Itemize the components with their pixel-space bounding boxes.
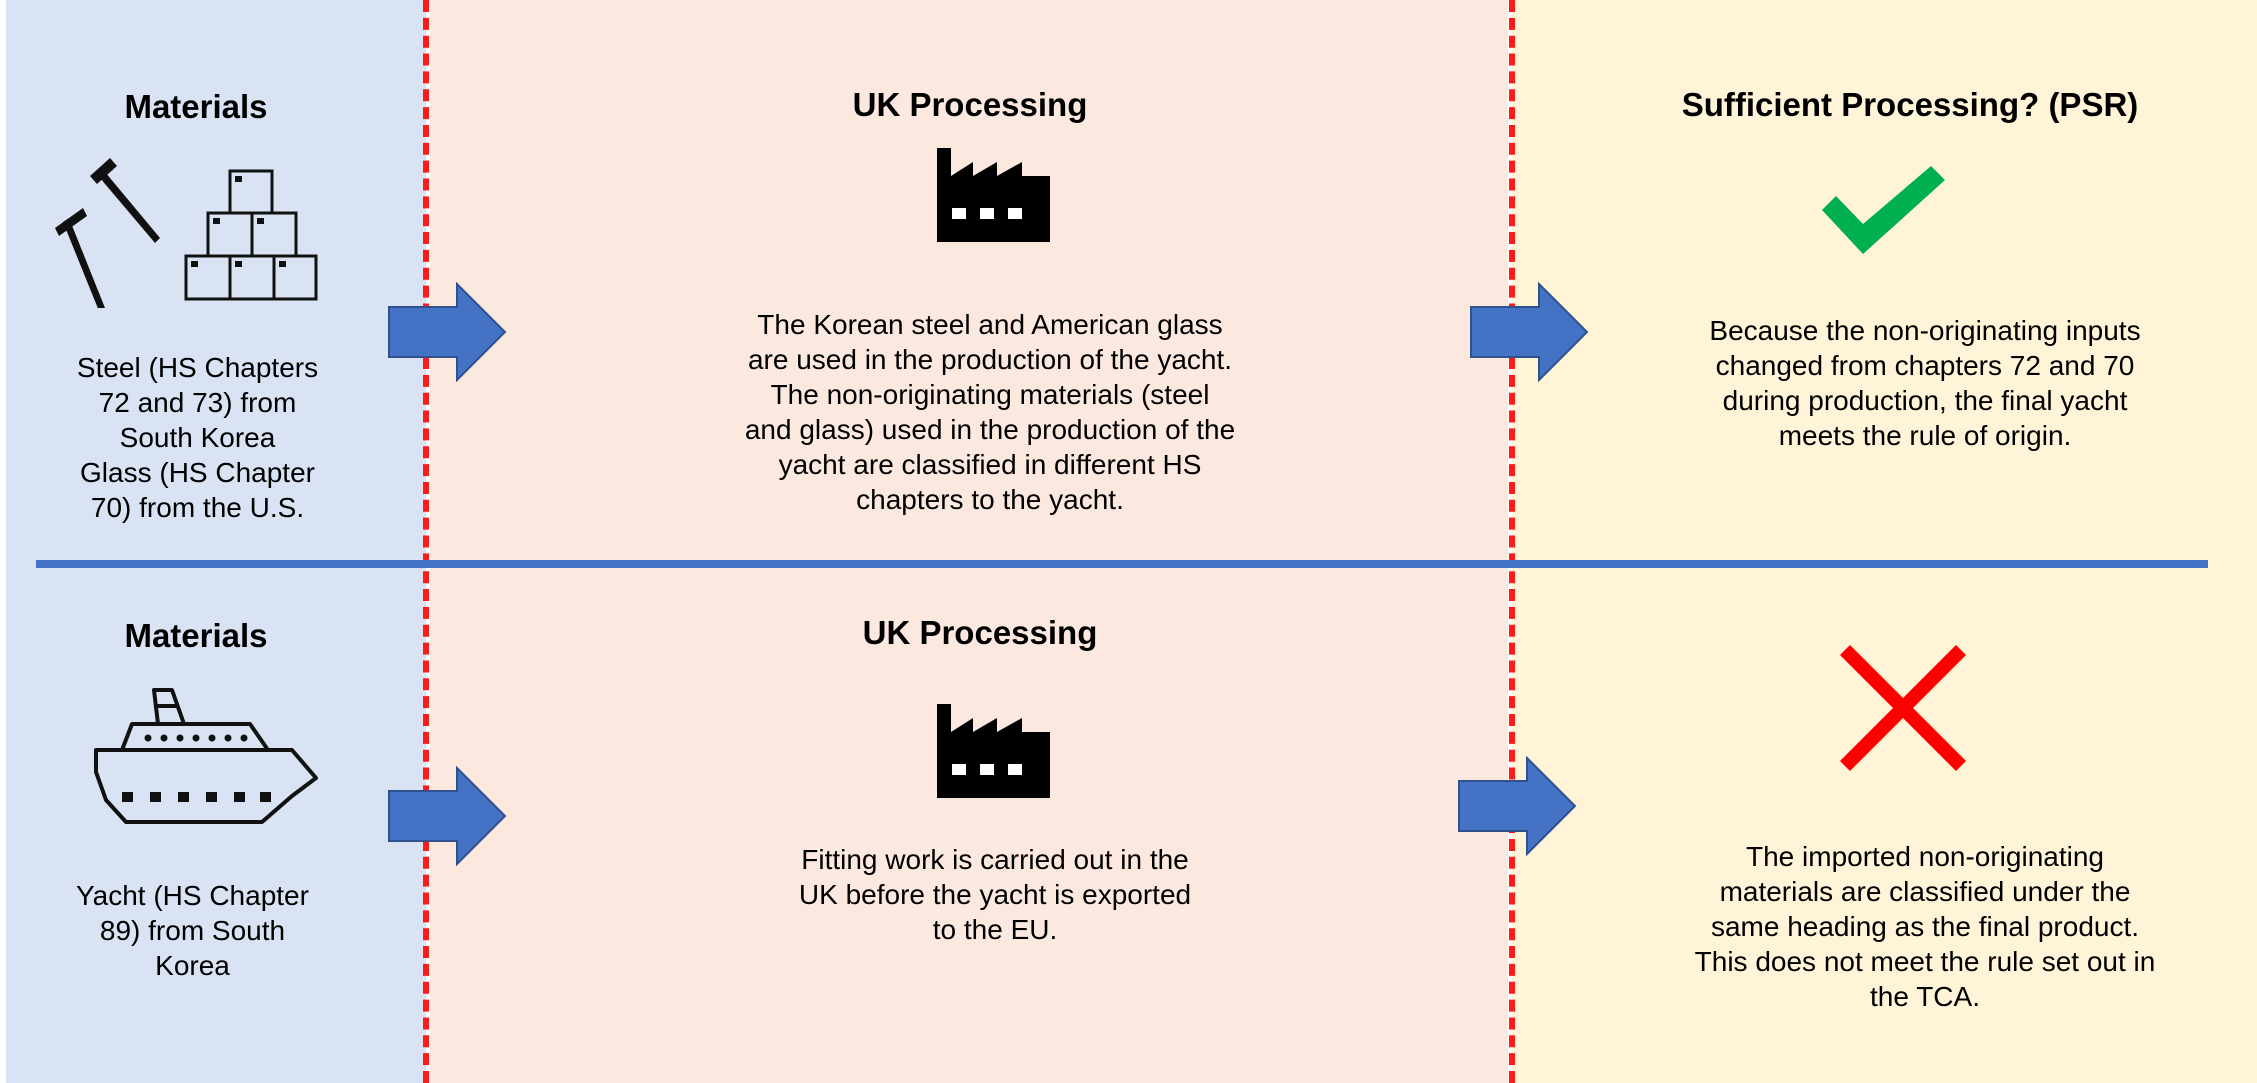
text-line: same heading as the final product. <box>1710 911 2140 942</box>
row1-processing-title: UK Processing <box>852 86 1088 123</box>
text-line: to the EU. <box>932 914 1058 945</box>
arrow-right-icon <box>1470 282 1589 382</box>
hammers-icon <box>55 158 160 308</box>
row1-materials-title: Materials <box>124 88 268 125</box>
text-line: 72 and 73) from <box>98 387 297 418</box>
text-line: This does not meet the rule set out in <box>1694 946 2156 977</box>
text-line: The Korean steel and American glass <box>757 309 1223 340</box>
yacht-icon <box>94 688 318 824</box>
check-icon <box>1822 166 1945 254</box>
text-line: Because the non-originating inputs <box>1709 315 2141 346</box>
text-line: UK before the yacht is exported <box>798 879 1192 910</box>
row2-processing-title: UK Processing <box>862 614 1098 651</box>
text-line: Fitting work is carried out in the <box>801 844 1189 875</box>
row1-psr-title: Sufficient Processing? (PSR) <box>1681 86 2139 123</box>
text-line: meets the rule of origin. <box>1778 420 2072 451</box>
arrow-right-icon <box>388 282 507 382</box>
psr-column <box>1512 0 2257 1083</box>
text-line: 89) from South <box>99 915 286 946</box>
text-line: yacht are classified in different HS <box>778 449 1202 480</box>
text-line: 70) from the U.S. <box>90 492 305 523</box>
factory-icon <box>937 704 1050 798</box>
arrow-right-icon <box>1458 756 1577 856</box>
boxes-icon <box>184 169 318 301</box>
text-line: during production, the final yacht <box>1722 385 2128 416</box>
text-line: South Korea <box>119 422 276 453</box>
text-line: Yacht (HS Chapter <box>76 880 309 911</box>
text-line: Glass (HS Chapter <box>80 457 315 488</box>
text-line: Korea <box>155 950 230 981</box>
text-line: chapters to the yacht. <box>856 484 1124 515</box>
cross-icon <box>1840 645 1966 771</box>
arrow-right-icon <box>388 766 507 866</box>
text-line: The imported non-originating <box>1746 841 2104 872</box>
dashed-separator-left <box>423 0 429 1083</box>
text-line: The non-originating materials (steel <box>770 379 1210 410</box>
text-line: Steel (HS Chapters <box>76 352 319 383</box>
text-line: materials are classified under the <box>1719 876 2131 907</box>
text-line: and glass) used in the production of the <box>744 414 1236 445</box>
text-line: the TCA. <box>1870 981 1980 1012</box>
row1-materials-text: Steel (HS Chapters 72 and 73) from South… <box>50 350 345 525</box>
row-divider <box>36 560 2208 568</box>
row2-materials-title: Materials <box>124 617 268 654</box>
row2-processing-text: Fitting work is carried out in the UK be… <box>760 842 1230 947</box>
row1-psr-text: Because the non-originating inputs chang… <box>1655 313 2195 453</box>
text-line: changed from chapters 72 and 70 <box>1715 350 2135 381</box>
materials-column <box>6 0 426 1083</box>
row2-materials-text: Yacht (HS Chapter 89) from South Korea <box>40 878 345 983</box>
row1-processing-text: The Korean steel and American glass are … <box>700 307 1280 517</box>
row2-psr-text: The imported non-originating materials a… <box>1655 839 2195 1014</box>
text-line: are used in the production of the yacht. <box>747 344 1233 375</box>
factory-icon <box>937 148 1050 242</box>
dashed-separator-right <box>1509 0 1515 1083</box>
